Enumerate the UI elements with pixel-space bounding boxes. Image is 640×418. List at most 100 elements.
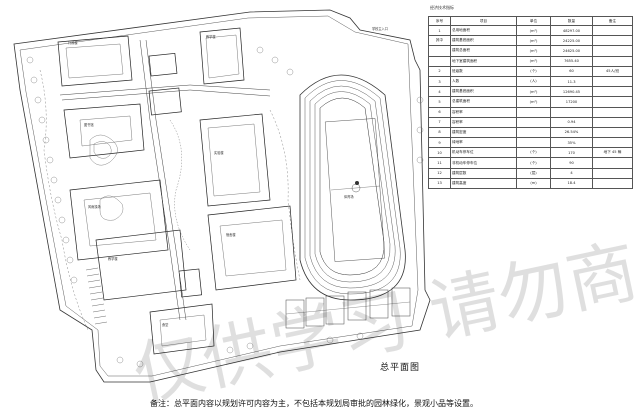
- table-cell: (m): [516, 177, 551, 190]
- table-header-row: 序号 项目 单位 数量 备注: [428, 16, 633, 26]
- group-label-cell: 其中: [428, 35, 451, 47]
- table-cell: 5: [428, 96, 451, 108]
- table-cell: 2: [428, 65, 451, 77]
- table-cell: [516, 116, 551, 128]
- table-cell: 9: [428, 137, 451, 149]
- table-cell: [592, 116, 633, 128]
- table-cell: [592, 45, 633, 57]
- table-cell: 11: [428, 157, 451, 169]
- table-cell: [428, 45, 451, 57]
- table-cell: 18.4: [550, 177, 593, 190]
- table-cell: 35%: [550, 137, 593, 149]
- table-cell: 7655.40: [550, 55, 593, 67]
- table-cell: 90: [550, 157, 593, 169]
- drawing-note: 备注：总平面内容以规划许可内容为主，不包括本规划局审批的园林绿化，景观小品等设置…: [150, 399, 478, 408]
- building-label: 食堂: [162, 323, 169, 327]
- parking-stalls: [85, 267, 108, 325]
- table-cell: 总用地面积: [450, 24, 517, 37]
- table-cell: 地下 45 辆: [592, 147, 633, 159]
- table-cell: 10: [428, 147, 451, 159]
- building-label: 实验楼: [214, 151, 224, 155]
- table-cell: 11.3: [550, 75, 593, 88]
- table-cell: (m²): [516, 96, 551, 108]
- header-cell: 备注: [592, 16, 633, 26]
- table-cell: 0.94: [550, 116, 593, 128]
- table-cell: 总建筑面积: [450, 96, 517, 108]
- building-label: 行政楼: [68, 41, 78, 45]
- table-cell: [592, 86, 633, 98]
- table-cell: [592, 75, 633, 88]
- sports-courts: [285, 287, 411, 329]
- building-label: 教学楼: [108, 257, 118, 261]
- table-cell: 地下室建筑面积: [450, 55, 517, 67]
- table-cell: 12690.45: [550, 86, 593, 98]
- table-cell: 24625.00: [550, 45, 593, 57]
- table-cell: 17200: [550, 96, 593, 108]
- table-cell: 建筑基底面积: [450, 86, 517, 98]
- table-cell: 170: [550, 147, 593, 159]
- table-cell: 建筑高度: [450, 177, 517, 190]
- table-cell: (个): [516, 65, 551, 77]
- table-title: 经济技术指标: [430, 5, 454, 10]
- table-cell: 7: [428, 116, 451, 128]
- table-cell: [592, 55, 633, 67]
- table-cell: 容积率: [450, 106, 517, 118]
- table-cell: (人): [516, 75, 551, 88]
- table-cell: 48297.00: [550, 24, 593, 37]
- table-cell: (个): [516, 157, 551, 169]
- table-row: 建筑总面积(m²)24625.00: [428, 45, 633, 57]
- table-cell: 绿地率: [450, 137, 517, 149]
- table-cell: (m²): [516, 24, 551, 37]
- table-cell: (m²): [516, 45, 551, 57]
- table-cell: 非机动车停车位: [450, 157, 517, 169]
- header-cell: 序号: [428, 16, 451, 26]
- drawing-caption: 总平面图: [380, 363, 421, 373]
- building-label: 图书馆: [84, 123, 94, 127]
- header-cell: 项目: [450, 16, 517, 26]
- table-cell: [592, 157, 633, 169]
- header-cell: 单位: [516, 16, 551, 26]
- table-cell: 12: [428, 167, 451, 179]
- table-cell: 建筑总面积: [450, 45, 517, 57]
- table-cell: 24225.00: [550, 35, 593, 47]
- table-cell: (层): [516, 167, 551, 179]
- table-cell: [592, 177, 633, 190]
- table-row: 地下室建筑面积(m²)7655.40: [428, 55, 633, 67]
- building-label: 教学楼: [206, 35, 216, 39]
- table-cell: [592, 35, 633, 47]
- table-cell: (m²): [516, 35, 551, 47]
- table-cell: 建筑基底面积: [450, 35, 517, 47]
- table-cell: 4: [428, 86, 451, 98]
- landscape-areas: [39, 69, 301, 331]
- table-cell: [592, 137, 633, 149]
- table-cell: 班级数: [450, 65, 517, 77]
- table-cell: [592, 167, 633, 179]
- table-cell: 机动车停车位: [450, 147, 517, 159]
- table-cell: [592, 24, 633, 37]
- table-cell: (m²): [516, 86, 551, 98]
- table-cell: [516, 106, 551, 118]
- buildings: [57, 27, 297, 355]
- internal-roads: [59, 39, 271, 321]
- table-cell: 26.54%: [550, 126, 593, 139]
- table-cell: [592, 126, 633, 139]
- site-boundary: [13, 9, 431, 383]
- building-label: 宿舍楼: [226, 233, 236, 237]
- table-cell: 建筑密度: [450, 126, 517, 139]
- table-cell: 建筑层数: [450, 167, 517, 179]
- table-cell: (个): [516, 147, 551, 159]
- table-cell: (m²): [516, 55, 551, 67]
- table-row: 其中建筑基底面积(m²)24225.00: [428, 35, 633, 47]
